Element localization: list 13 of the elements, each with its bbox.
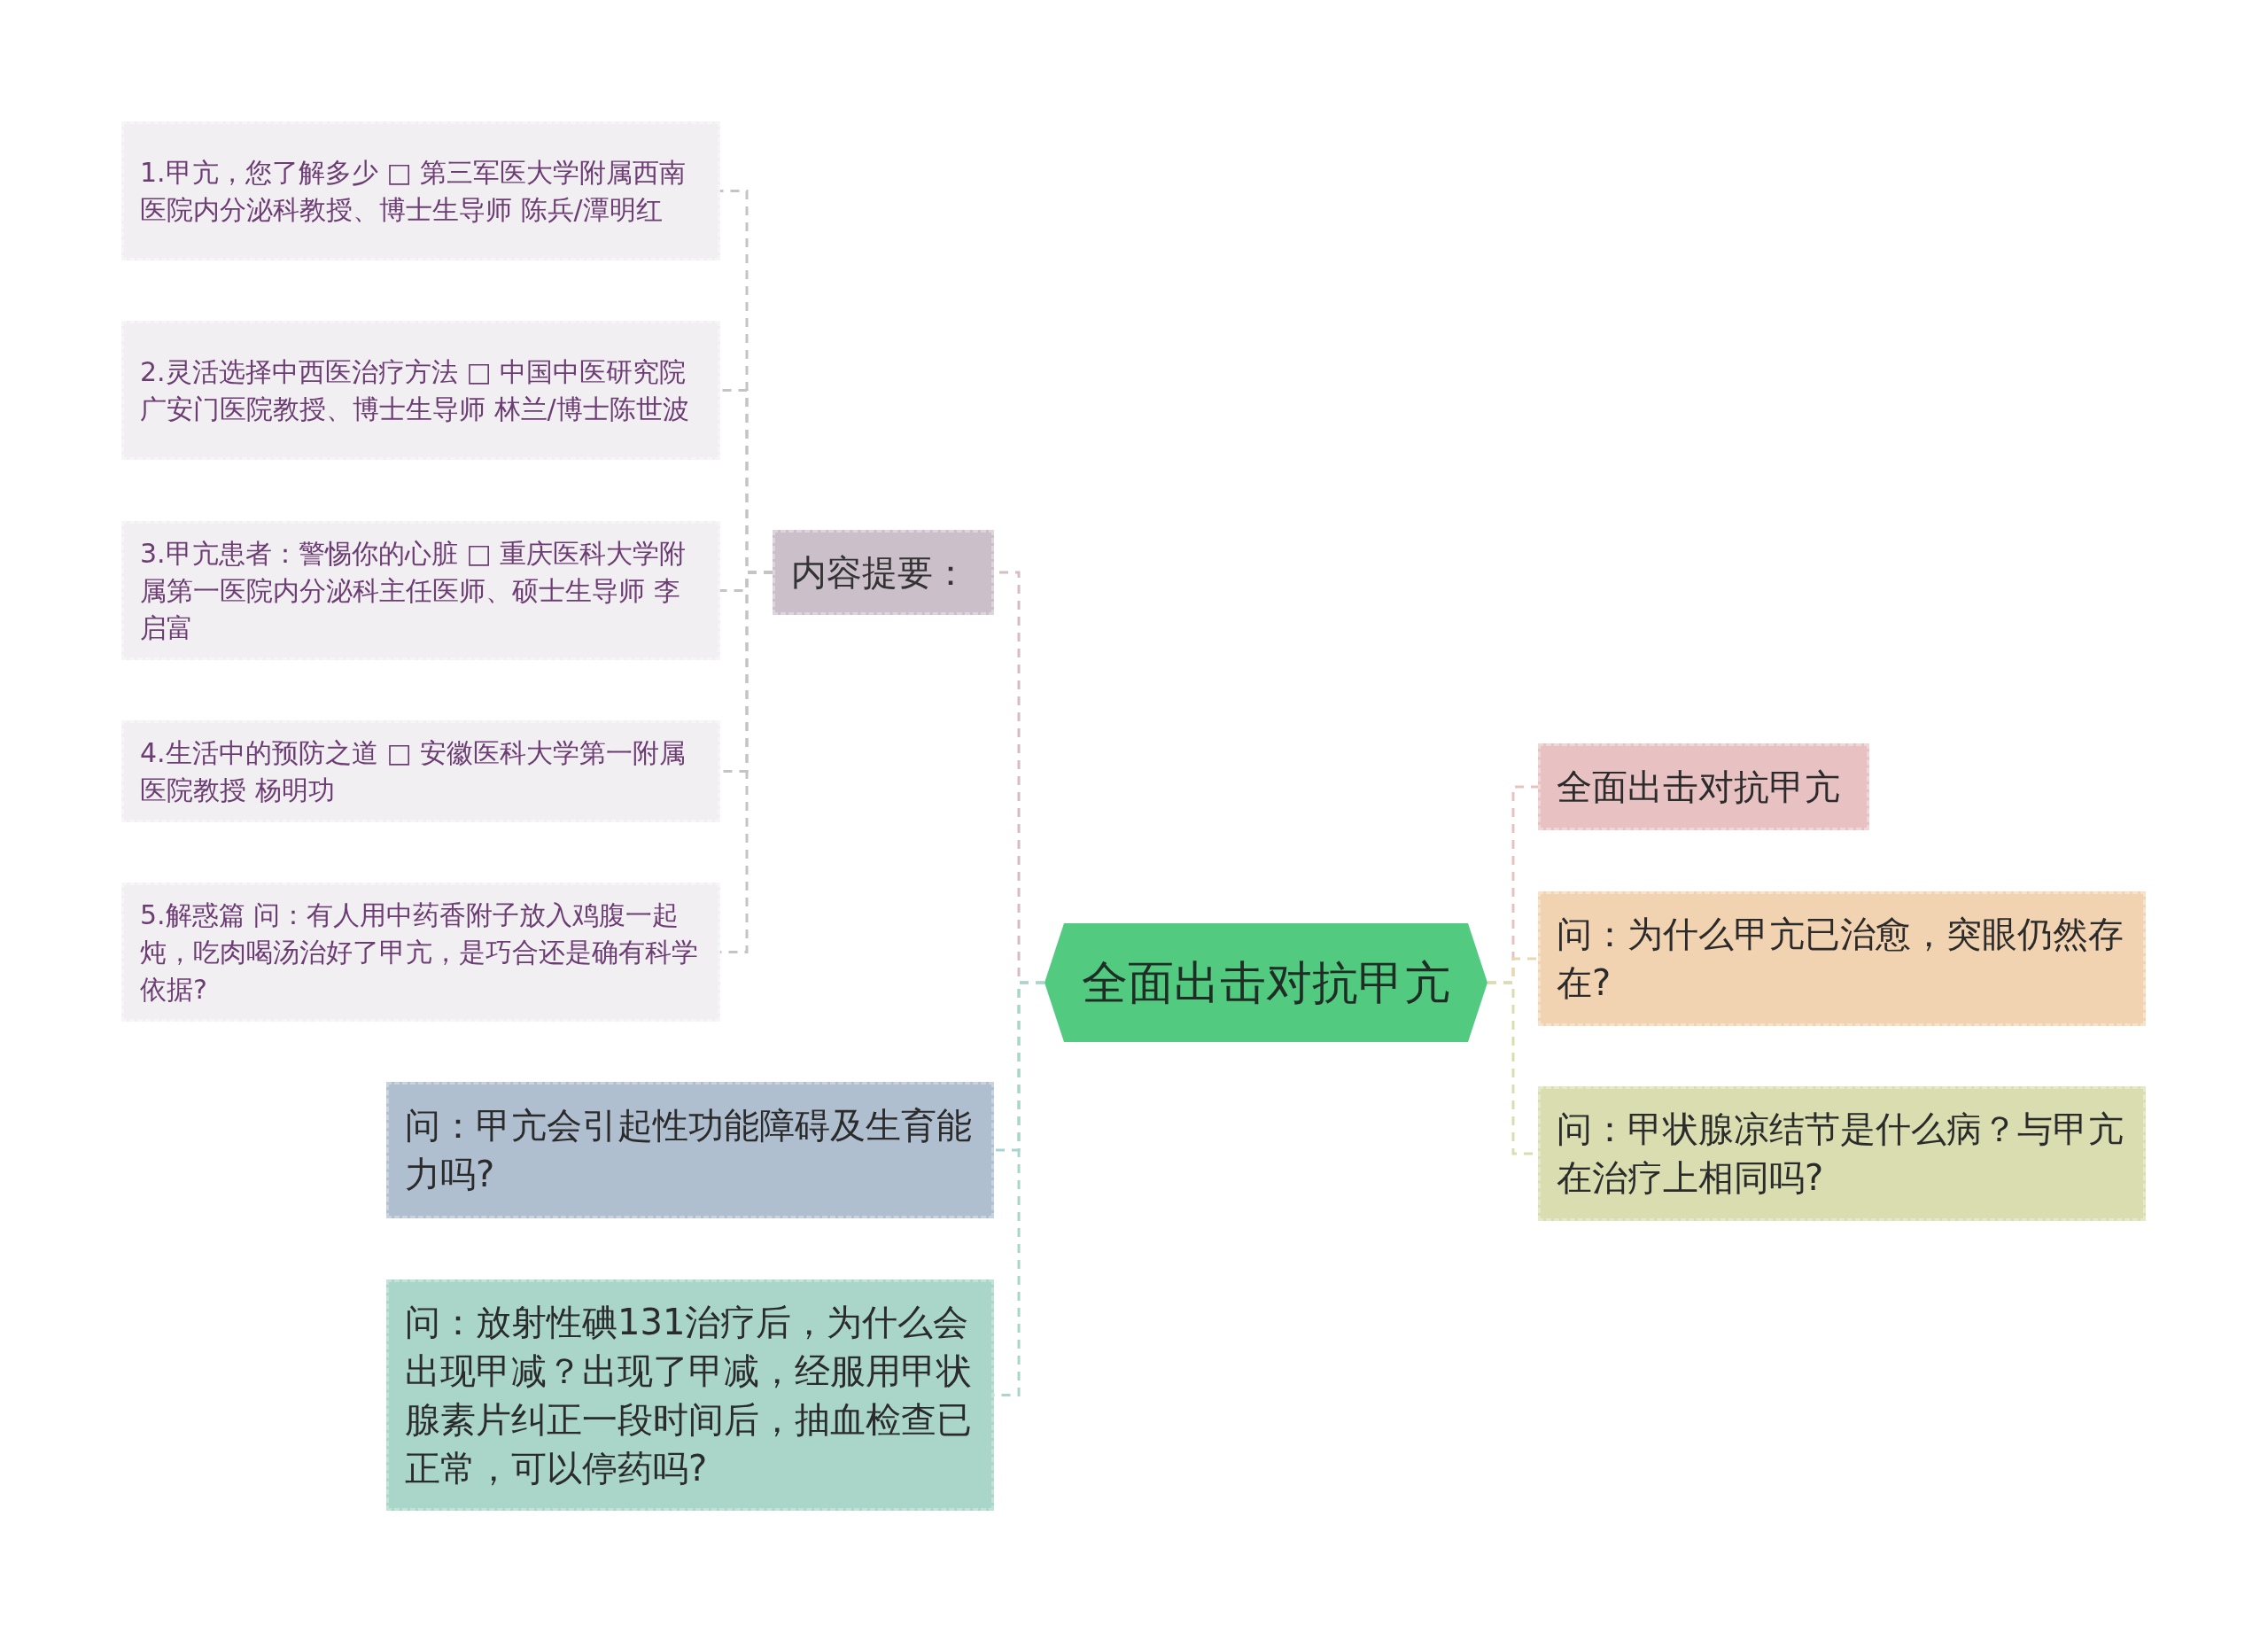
topic-box: 内容提要：	[773, 530, 994, 615]
topic-box: 全面出击对抗甲亢	[1538, 743, 1869, 830]
topic-box: 问：甲状腺凉结节是什么病？与甲亢在治疗上相同吗?	[1538, 1086, 2146, 1221]
topic-box: 5.解惑篇 问：有人用中药香附子放入鸡腹一起炖，吃肉喝汤治好了甲亢，是巧合还是确有科学依据?	[121, 883, 720, 1022]
topic-box: 问：放射性碘131治疗后，为什么会出现甲减？出现了甲减，经服用甲状腺素片纠正一段时间后，抽血检查已正常，可以停药吗?	[386, 1279, 994, 1511]
topic-box: 2.灵活选择中西医治疗方法 □ 中国中医研究院广安门医院教授、博士生导师 林兰/博士陈世波	[121, 321, 720, 460]
topic-box: 3.甲亢患者：警惕你的心脏 □ 重庆医科大学附属第一医院内分泌科主任医师、硕士生导师 李启富	[121, 521, 720, 660]
topic-box: 1.甲亢，您了解多少 □ 第三军医大学附属西南医院内分泌科教授、博士生导师 陈兵/潭明红	[121, 121, 720, 261]
topic-box: 4.生活中的预防之道 □ 安徽医科大学第一附属医院教授 杨明功	[121, 720, 720, 822]
topic-box: 问：为什么甲亢已治愈，突眼仍然存在?	[1538, 891, 2146, 1026]
central-topic-hexagon: 全面出击对抗甲亢	[1045, 923, 1487, 1042]
connector-line	[720, 571, 773, 953]
topic-box: 问：甲亢会引起性功能障碍及生育能力吗?	[386, 1082, 994, 1218]
